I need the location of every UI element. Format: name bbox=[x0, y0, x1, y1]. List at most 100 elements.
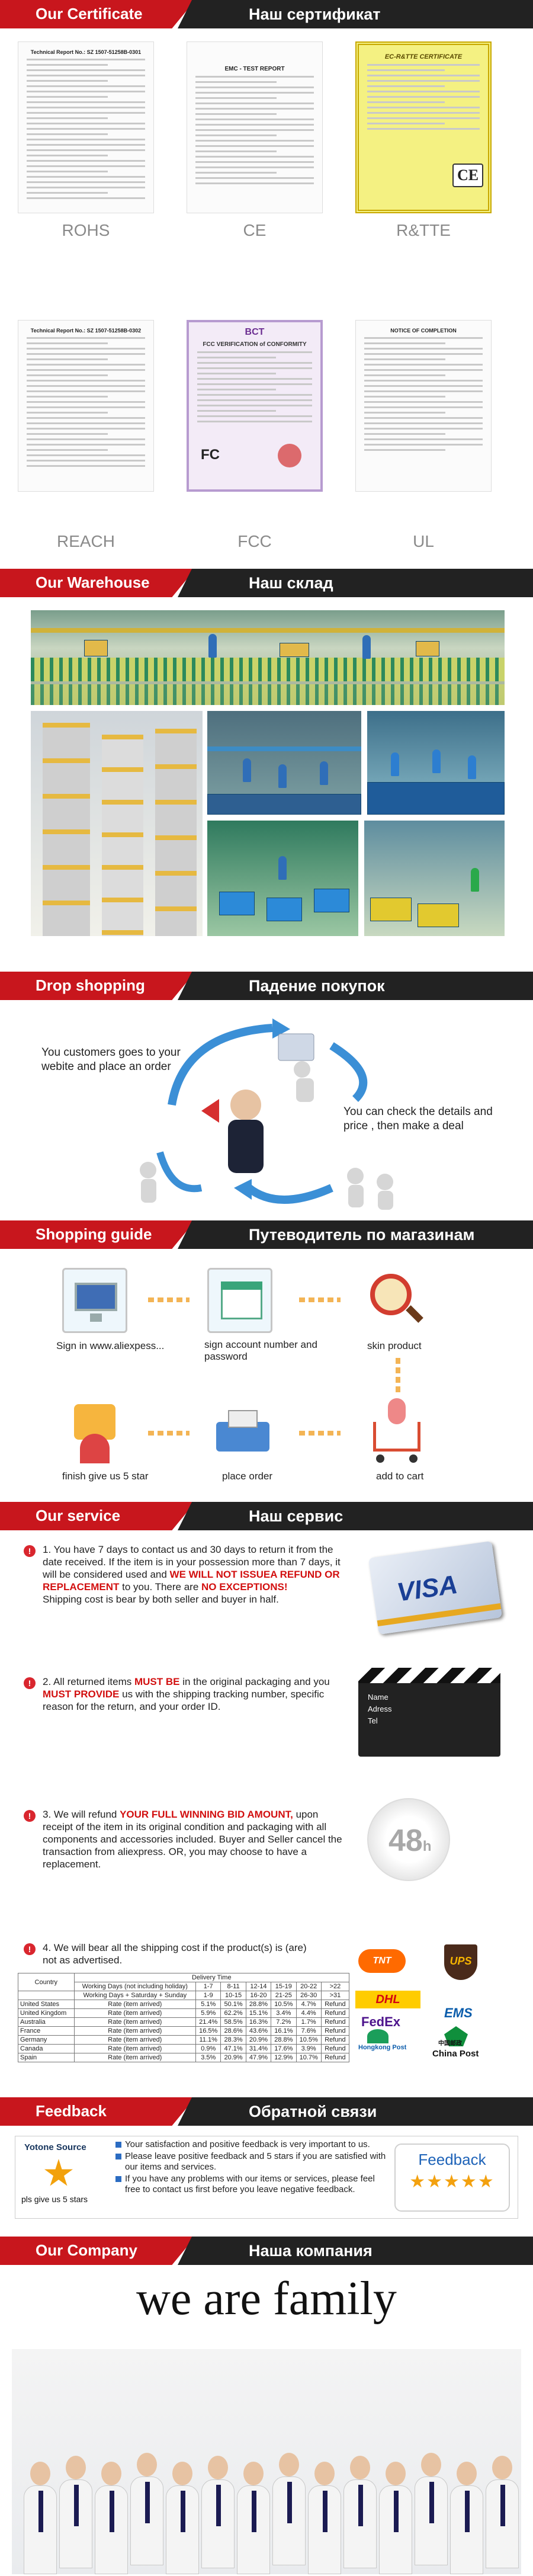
table-cell: 21.4% bbox=[195, 2017, 221, 2027]
guide-banner: Shopping guide Путеводитель по магазинам bbox=[0, 1220, 533, 1249]
warehouse-banner: Our Warehouse Наш склад bbox=[0, 569, 533, 597]
star-icon bbox=[44, 2159, 73, 2186]
doc-title: Technical Report No.: SZ 1507-51258B-030… bbox=[30, 328, 142, 334]
banner-title-ru: Наш склад bbox=[249, 574, 333, 592]
step-label: finish give us 5 star bbox=[62, 1470, 149, 1482]
table-cell: 10.5% bbox=[296, 2035, 322, 2045]
table-cell: 50.1% bbox=[220, 2000, 246, 2009]
doc-title: EMC - TEST REPORT bbox=[224, 66, 285, 72]
warehouse-yellow-bins-photo bbox=[364, 821, 505, 936]
dropship-diagram: You customers goes to your webite and pl… bbox=[24, 1010, 509, 1212]
bct-logo: BCT bbox=[245, 327, 265, 337]
hongkong-post-emblem-icon bbox=[367, 2029, 388, 2043]
feedback-rating-box: Feedback ★★★★★ bbox=[394, 2144, 510, 2212]
table-cell: 16.1% bbox=[271, 2026, 297, 2036]
warehouse-workers-photo bbox=[207, 711, 361, 815]
table-cell: 11.1% bbox=[195, 2035, 221, 2045]
courier-logos: TNT UPS DHL FedEx EMS Hongkong Post Chin… bbox=[355, 1944, 509, 2080]
table-cell: 4.4% bbox=[296, 2008, 322, 2018]
table-cell: Refund bbox=[320, 2035, 350, 2045]
fcc-mark-icon: FC bbox=[201, 447, 220, 463]
table-cell: 1.7% bbox=[296, 2017, 322, 2027]
bullet-icon: ! bbox=[24, 1677, 36, 1689]
ce-caption: CE bbox=[243, 221, 266, 239]
doc-title: EC-R&TTE CERTIFICATE bbox=[384, 53, 463, 60]
clapper-name-label: Name bbox=[368, 1693, 388, 1702]
table-cell: 28.6% bbox=[220, 2026, 246, 2036]
table-cell: 28.8% bbox=[245, 2000, 272, 2009]
banner-title-ru: Наша компания bbox=[249, 2242, 373, 2260]
table-cell: 43.6% bbox=[245, 2026, 272, 2036]
table-cell: 10.7% bbox=[296, 2053, 322, 2062]
service-item-4: 4. We will bear all the shipping cost if… bbox=[43, 1942, 307, 1966]
rohs-certificate-document: Technical Report No.: SZ 1507-51258B-030… bbox=[18, 41, 154, 213]
table-cell: 3.9% bbox=[296, 2044, 322, 2053]
table-cell: 5.9% bbox=[195, 2008, 221, 2018]
step-arrow-icon bbox=[299, 1297, 341, 1302]
table-cell: 28.3% bbox=[220, 2035, 246, 2045]
table-cell: 62.2% bbox=[220, 2008, 246, 2018]
five-stars-icon: ★★★★★ bbox=[409, 2172, 495, 2191]
service-item-3: 3. We will refund YOUR FULL WINNING BID … bbox=[43, 1809, 342, 1870]
account-calendar-icon bbox=[207, 1268, 272, 1333]
doc-title: NOTICE OF COMPLETION bbox=[390, 328, 457, 334]
feedback-bullet-text: Your satisfaction and positive feedback … bbox=[125, 2139, 370, 2149]
table-header-delivery: Delivery Time bbox=[73, 1973, 350, 1982]
table-cell: 47.9% bbox=[245, 2053, 272, 2062]
table-cell-country: France bbox=[18, 2026, 75, 2036]
table-cell: 47.1% bbox=[220, 2044, 246, 2053]
banner-title-en: Our Certificate bbox=[36, 5, 143, 23]
table-cell: 20.9% bbox=[220, 2053, 246, 2062]
table-cell: Rate (item arrived) bbox=[73, 2035, 197, 2045]
step-arrow-icon bbox=[299, 1431, 341, 1436]
dropship-right-text: You can check the details and price , th… bbox=[343, 1106, 493, 1132]
bullet-icon: ! bbox=[24, 1943, 36, 1955]
table-cell: 12.9% bbox=[271, 2053, 297, 2062]
table-cell: 5.1% bbox=[195, 2000, 221, 2009]
banner-title-en: Our Company bbox=[36, 2241, 137, 2259]
company-banner: Our Company Наша компания bbox=[0, 2237, 533, 2265]
doc-title: Technical Report No.: SZ 1507-51258B-030… bbox=[30, 49, 142, 55]
banner-title-en: Shopping guide bbox=[36, 1225, 152, 1243]
place-order-icon bbox=[210, 1398, 275, 1463]
company-section: Our Company Наша компания we are family bbox=[0, 2237, 533, 2574]
clapper-address-label: Adress bbox=[368, 1704, 392, 1713]
feedback-box-title: Feedback bbox=[418, 2151, 486, 2168]
table-cell: 10.5% bbox=[271, 2000, 297, 2009]
table-cell-country: Germany bbox=[18, 2035, 75, 2045]
table-cell: Rate (item arrived) bbox=[73, 2044, 197, 2053]
ul-caption: UL bbox=[413, 532, 434, 550]
banner-title-ru: Падение покупок bbox=[249, 977, 385, 995]
table-cell: 17.6% bbox=[271, 2044, 297, 2053]
banner-title-ru: Обратной связи bbox=[249, 2103, 377, 2120]
feedback-bullet-text: Please leave positive feedback and 5 sta… bbox=[125, 2151, 386, 2172]
table-cell: Refund bbox=[320, 2008, 350, 2018]
dropship-section: Drop shopping Падение покупок You custom… bbox=[0, 972, 533, 1210]
warehouse-shelves-photo bbox=[31, 711, 203, 936]
china-post-logo-icon: China Post bbox=[432, 2049, 479, 2059]
banner-title-ru: Наш сертификат bbox=[249, 5, 381, 23]
rohs-caption: ROHS bbox=[62, 221, 110, 239]
tnt-logo-icon: TNT bbox=[358, 1949, 406, 1973]
banner-title-en: Our Warehouse bbox=[36, 573, 150, 591]
table-cell: Rate (item arrived) bbox=[73, 2026, 197, 2036]
banner-title-ru: Наш сервис bbox=[249, 1507, 343, 1525]
ce-mark-icon: CE bbox=[452, 164, 483, 187]
warehouse-bins-photo bbox=[207, 821, 358, 936]
step-label: Sign in www.aliexpess... bbox=[56, 1340, 165, 1351]
warehouse-conveyor-photo bbox=[31, 610, 505, 705]
bullet-icon: ! bbox=[24, 1810, 36, 1822]
reach-caption: REACH bbox=[56, 532, 115, 550]
table-cell: 15.1% bbox=[245, 2008, 272, 2018]
table-cell: 7.6% bbox=[296, 2026, 322, 2036]
ce-certificate-document: EMC - TEST REPORT bbox=[187, 41, 323, 213]
feedback-panel: Yotone Source pls give us 5 stars Your s… bbox=[15, 2136, 518, 2219]
table-cell: 31.4% bbox=[245, 2044, 272, 2053]
service-item-1: 1. You have 7 days to contact us and 30 … bbox=[43, 1544, 341, 1605]
fedex-logo-icon: FedEx bbox=[361, 2014, 401, 2029]
feedback-banner: Feedback Обратной связи bbox=[0, 2097, 533, 2126]
